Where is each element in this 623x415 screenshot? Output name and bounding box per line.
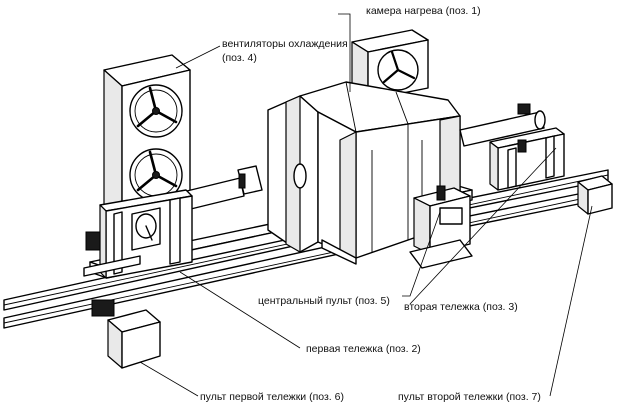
cart2-panel-label: пульт второй тележки (поз. 7) (398, 391, 541, 403)
cart2-label: вторая тележка (поз. 3) (404, 301, 518, 313)
fans-label-line2: (поз. 4) (222, 52, 257, 64)
chamber-label: камера нагрева (поз. 1) (366, 5, 481, 17)
cart1-label: первая тележка (поз. 2) (306, 343, 421, 355)
cart1-panel (107, 309, 161, 369)
first-cart (83, 189, 193, 317)
console-label: центральный пульт (поз. 5) (258, 295, 390, 307)
fans-label-line1: вентиляторы охлаждения (222, 38, 348, 50)
cart2-panel (577, 175, 613, 215)
leader-lines (139, 13, 593, 397)
central-console (409, 185, 473, 269)
right-shaft (459, 103, 546, 147)
fan-upper-icon (129, 84, 183, 138)
second-cart (489, 127, 565, 191)
cart1-panel-label: пульт первой тележки (поз. 6) (200, 391, 344, 403)
